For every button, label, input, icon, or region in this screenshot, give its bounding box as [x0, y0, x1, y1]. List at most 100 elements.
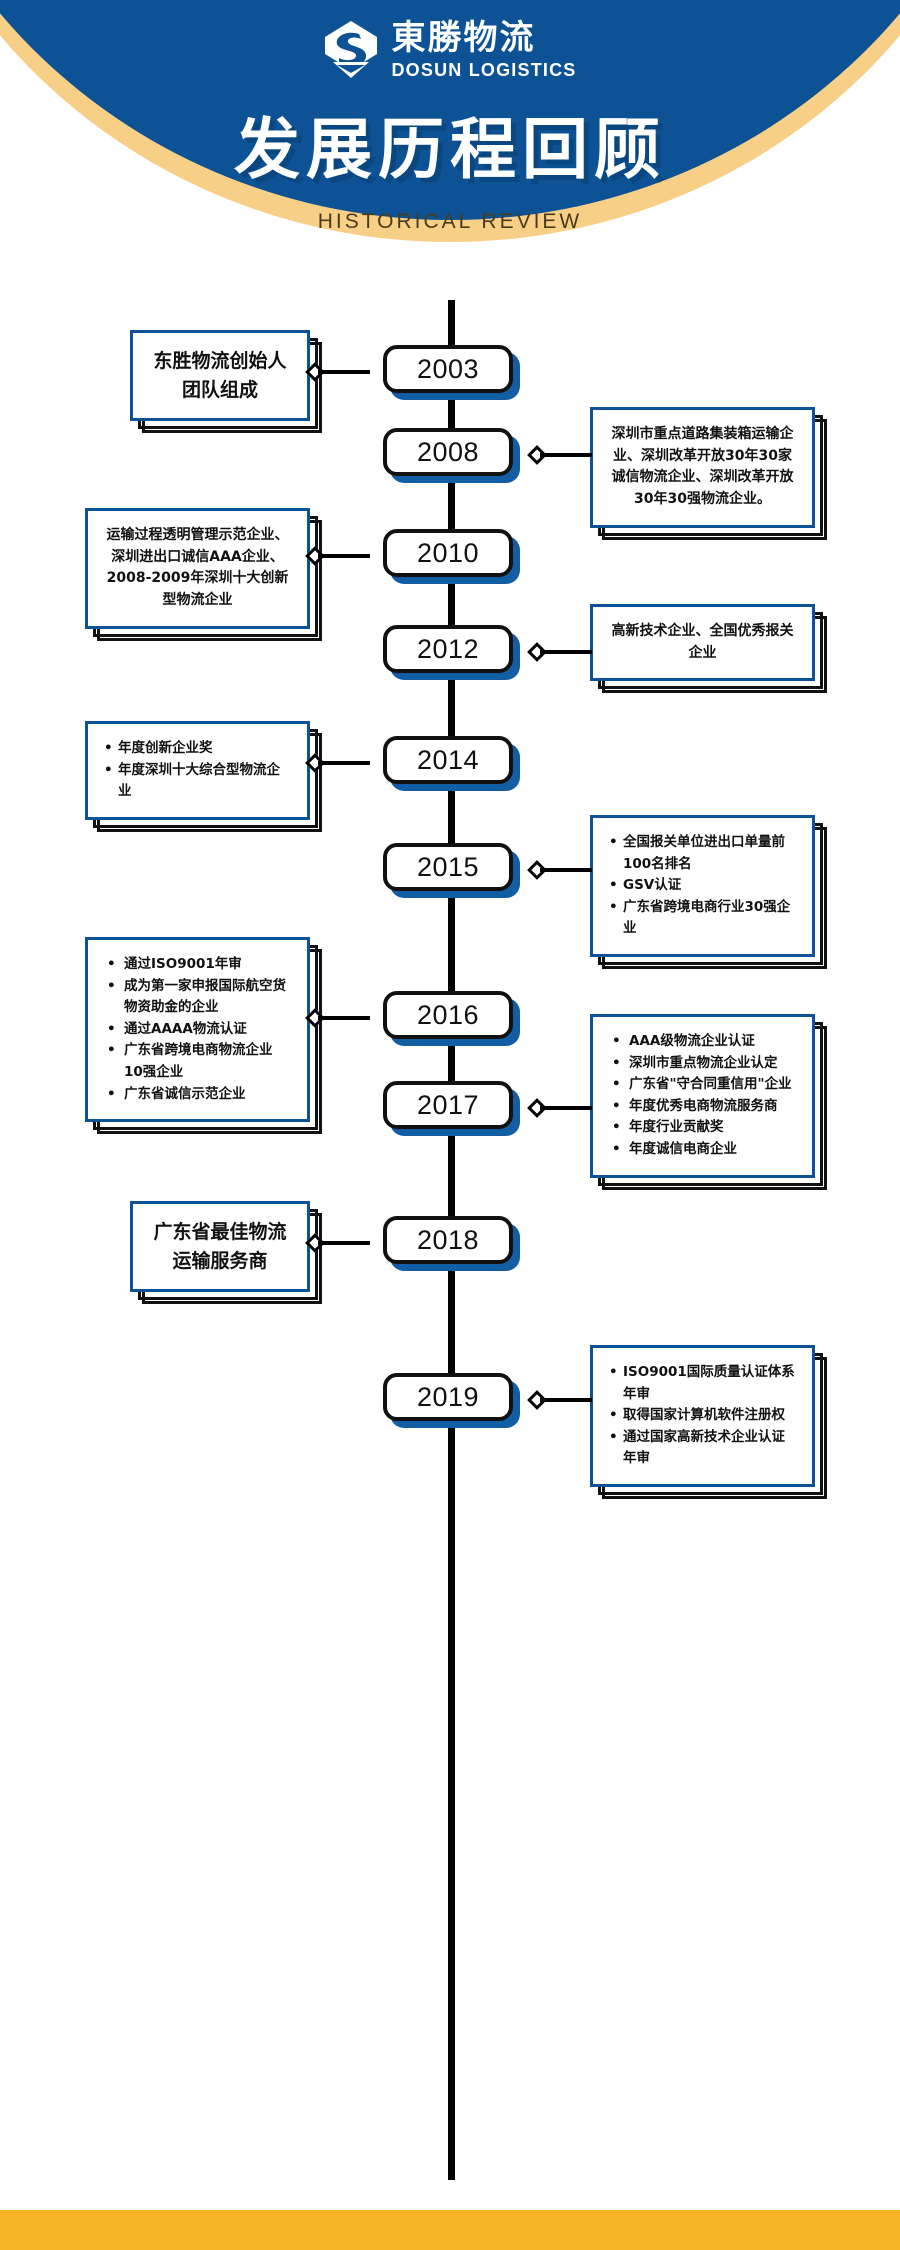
connector-line: [318, 1241, 370, 1245]
connector-line: [540, 453, 592, 457]
brand-logo: 東勝物流 DOSUN LOGISTICS: [323, 20, 576, 80]
page-title: 发展历程回顾: [234, 111, 666, 188]
list-item: 取得国家计算机软件注册权: [609, 1405, 796, 1427]
event-list: 通过ISO9001年审成为第一家申报国际航空货物资助金的企业通过AAAA物流认证…: [104, 954, 291, 1105]
year-label: 2008: [383, 428, 513, 476]
year-label: 2016: [383, 991, 513, 1039]
event-list: 年度创新企业奖年度深圳十大综合型物流企业: [104, 738, 291, 803]
year-badge-2016[interactable]: 2016: [383, 991, 520, 1046]
list-item: 广东省跨境电商行业30强企业: [609, 897, 796, 940]
event-title: 东胜物流创始人团队组成: [153, 350, 287, 401]
year-label: 2019: [383, 1373, 513, 1421]
event-card-2014[interactable]: 年度创新企业奖年度深圳十大综合型物流企业: [85, 721, 322, 832]
connector-2019: [527, 1390, 592, 1410]
event-card-wrap-2019: ISO9001国际质量认证体系年审取得国家计算机软件注册权通过国家高新技术企业认…: [590, 1345, 827, 1499]
year-label: 2017: [383, 1081, 513, 1129]
connector-2008: [527, 445, 592, 465]
event-list: ISO9001国际质量认证体系年审取得国家计算机软件注册权通过国家高新技术企业认…: [609, 1362, 796, 1470]
connector-line: [540, 650, 592, 654]
connector-line: [318, 1016, 370, 1020]
page-subtitle: HISTORICAL REVIEW: [317, 210, 583, 233]
event-card-2010[interactable]: 运输过程透明管理示范企业、深圳进出口诚信AAA企业、2008-2009年深圳十大…: [85, 508, 322, 641]
timeline: 2003 东胜物流创始人团队组成 2008 深圳市重点道路集装箱运输企业、深圳改革开放…: [0, 300, 900, 2210]
event-card-wrap-2012: 高新技术企业、全国优秀报关企业: [590, 604, 827, 694]
list-item: 成为第一家申报国际航空货物资助金的企业: [104, 976, 291, 1019]
event-card-2003[interactable]: 东胜物流创始人团队组成: [130, 330, 322, 433]
event-card-wrap-2018: 广东省最佳物流运输服务商: [130, 1201, 322, 1304]
event-card-body: 全国报关单位进出口单量前100名排名GSV认证广东省跨境电商行业30强企业: [609, 832, 796, 940]
event-card-2019[interactable]: ISO9001国际质量认证体系年审取得国家计算机软件注册权通过国家高新技术企业认…: [590, 1345, 827, 1499]
header-content: 東勝物流 DOSUN LOGISTICS 发展历程回顾 HISTORICAL R…: [0, 0, 900, 300]
year-badge-2019[interactable]: 2019: [383, 1373, 520, 1428]
year-badge-2015[interactable]: 2015: [383, 843, 520, 898]
event-card-wrap-2008: 深圳市重点道路集装箱运输企业、深圳改革开放30年30家诚信物流企业、深圳改革开放…: [590, 407, 827, 540]
list-item: 年度行业贡献奖: [609, 1117, 796, 1139]
brand-wordmark: 東勝物流 DOSUN LOGISTICS: [391, 21, 576, 79]
connector-2017: [527, 1098, 592, 1118]
event-card-wrap-2016: 通过ISO9001年审成为第一家申报国际航空货物资助金的企业通过AAAA物流认证…: [85, 937, 322, 1135]
event-card-wrap-2003: 东胜物流创始人团队组成: [130, 330, 322, 433]
event-card-2008[interactable]: 深圳市重点道路集装箱运输企业、深圳改革开放30年30家诚信物流企业、深圳改革开放…: [590, 407, 827, 540]
event-card-wrap-2014: 年度创新企业奖年度深圳十大综合型物流企业: [85, 721, 322, 832]
connector-2014: [305, 753, 370, 773]
connector-line: [540, 1106, 592, 1110]
list-item: 通过AAAA物流认证: [104, 1019, 291, 1041]
event-text: 高新技术企业、全国优秀报关企业: [611, 623, 794, 661]
list-item: 广东省诚信示范企业: [104, 1084, 291, 1106]
event-card-body: 东胜物流创始人团队组成: [149, 347, 291, 404]
event-card-wrap-2010: 运输过程透明管理示范企业、深圳进出口诚信AAA企业、2008-2009年深圳十大…: [85, 508, 322, 641]
event-card-body: 运输过程透明管理示范企业、深圳进出口诚信AAA企业、2008-2009年深圳十大…: [104, 525, 291, 612]
list-item: 广东省"守合同重信用"企业: [609, 1074, 796, 1096]
poster-header: [0, 0, 900, 300]
year-badge-2003[interactable]: 2003: [383, 345, 520, 400]
event-card-body: 通过ISO9001年审成为第一家申报国际航空货物资助金的企业通过AAAA物流认证…: [104, 954, 291, 1106]
brand-name-en: DOSUN LOGISTICS: [391, 60, 577, 80]
dosun-swoosh-logo-icon: [323, 20, 379, 80]
list-item: AAA级物流企业认证: [609, 1031, 796, 1053]
list-item: 年度优秀电商物流服务商: [609, 1096, 796, 1118]
connector-2018: [305, 1233, 370, 1253]
event-text: 运输过程透明管理示范企业、深圳进出口诚信AAA企业、2008-2009年深圳十大…: [106, 527, 289, 609]
year-label: 2012: [383, 625, 513, 673]
list-item: 年度创新企业奖: [104, 738, 291, 760]
list-item: 年度深圳十大综合型物流企业: [104, 760, 291, 803]
year-badge-2017[interactable]: 2017: [383, 1081, 520, 1136]
list-item: 深圳市重点物流企业认定: [609, 1053, 796, 1075]
year-label: 2003: [383, 345, 513, 393]
year-badge-2018[interactable]: 2018: [383, 1216, 520, 1271]
footer-bar: [0, 2210, 900, 2250]
connector-line: [318, 370, 370, 374]
event-list: 全国报关单位进出口单量前100名排名GSV认证广东省跨境电商行业30强企业: [609, 832, 796, 940]
year-badge-2012[interactable]: 2012: [383, 625, 520, 680]
connector-line: [540, 1398, 592, 1402]
event-card-wrap-2015: 全国报关单位进出口单量前100名排名GSV认证广东省跨境电商行业30强企业: [590, 815, 827, 969]
list-item: ISO9001国际质量认证体系年审: [609, 1362, 796, 1405]
event-card-body: ISO9001国际质量认证体系年审取得国家计算机软件注册权通过国家高新技术企业认…: [609, 1362, 796, 1470]
event-card-wrap-2017: AAA级物流企业认证深圳市重点物流企业认定广东省"守合同重信用"企业年度优秀电商…: [590, 1014, 827, 1190]
year-badge-2010[interactable]: 2010: [383, 529, 520, 584]
event-card-2012[interactable]: 高新技术企业、全国优秀报关企业: [590, 604, 827, 694]
event-card-2017[interactable]: AAA级物流企业认证深圳市重点物流企业认定广东省"守合同重信用"企业年度优秀电商…: [590, 1014, 827, 1190]
connector-line: [540, 868, 592, 872]
year-label: 2014: [383, 736, 513, 784]
event-card-2015[interactable]: 全国报关单位进出口单量前100名排名GSV认证广东省跨境电商行业30强企业: [590, 815, 827, 969]
connector-2010: [305, 546, 370, 566]
event-card-body: AAA级物流企业认证深圳市重点物流企业认定广东省"守合同重信用"企业年度优秀电商…: [609, 1031, 796, 1161]
year-badge-2008[interactable]: 2008: [383, 428, 520, 483]
connector-2012: [527, 642, 592, 662]
event-card-2016[interactable]: 通过ISO9001年审成为第一家申报国际航空货物资助金的企业通过AAAA物流认证…: [85, 937, 322, 1135]
event-text: 深圳市重点道路集装箱运输企业、深圳改革开放30年30家诚信物流企业、深圳改革开放…: [611, 426, 794, 508]
list-item: GSV认证: [609, 875, 796, 897]
brand-name-cn: 東勝物流: [391, 18, 536, 58]
event-card-body: 广东省最佳物流运输服务商: [149, 1218, 291, 1275]
event-card-body: 年度创新企业奖年度深圳十大综合型物流企业: [104, 738, 291, 803]
event-card-2018[interactable]: 广东省最佳物流运输服务商: [130, 1201, 322, 1304]
connector-2003: [305, 362, 370, 382]
year-badge-2014[interactable]: 2014: [383, 736, 520, 791]
list-item: 全国报关单位进出口单量前100名排名: [609, 832, 796, 875]
year-label: 2010: [383, 529, 513, 577]
list-item: 年度诚信电商企业: [609, 1139, 796, 1161]
year-label: 2018: [383, 1216, 513, 1264]
connector-line: [318, 554, 370, 558]
